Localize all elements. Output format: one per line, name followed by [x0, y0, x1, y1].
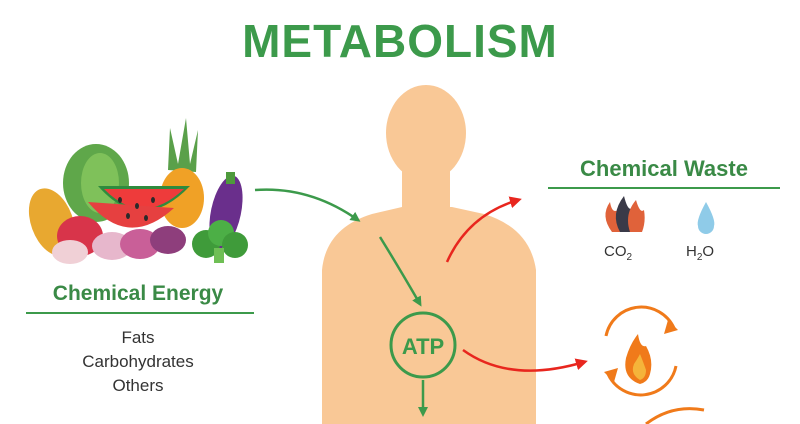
partial-icon-bottom	[645, 407, 705, 424]
chemical-energy-label: Chemical Energy	[52, 282, 224, 305]
heat-flame-icon	[604, 305, 678, 397]
body-to-waste-arrow	[445, 196, 522, 263]
food-to-body-arrow	[254, 188, 361, 222]
energy-item-fats: Fats	[121, 328, 155, 347]
chemical-waste-divider	[548, 187, 780, 189]
co2-smoke-icon	[605, 196, 645, 232]
h2o-label: H2O	[686, 243, 715, 263]
chemical-waste-label: Chemical Waste	[580, 156, 748, 181]
energy-item-others: Others	[112, 376, 164, 395]
energy-item-carbohydrates: Carbohydrates	[82, 352, 194, 371]
body-to-atp-arrow	[378, 236, 422, 307]
atp-label: ATP	[402, 334, 444, 359]
atp-to-heat-arrow	[462, 348, 588, 372]
water-drop-icon	[697, 202, 715, 234]
chemical-energy-divider	[26, 312, 254, 314]
co2-label: CO2	[604, 243, 633, 263]
page-title: METABOLISM	[242, 15, 558, 67]
fruits-vegetables-illustration	[28, 118, 248, 264]
atp-circle	[389, 311, 457, 379]
